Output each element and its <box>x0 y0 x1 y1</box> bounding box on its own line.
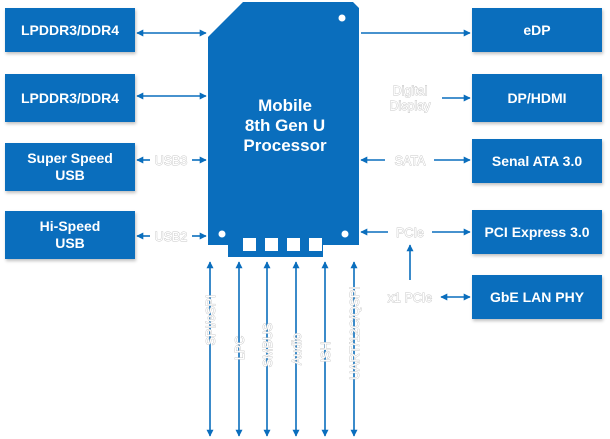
box-gbe-lan-phy: GbE LAN PHY <box>472 275 602 319</box>
box-lpddr3-ddr4-1-label: LPDDR3/DDR4 <box>20 21 119 38</box>
label-usb2: USB2 <box>155 230 188 244</box>
label-spi: SPI/eSPI <box>204 295 218 346</box>
box-edp-label: eDP <box>523 21 551 38</box>
processor-chip <box>208 2 359 257</box>
box-super-speed-usb: Super Speed USB <box>5 143 135 191</box>
box-gbe-lan-phy-label: GbE LAN PHY <box>489 288 585 305</box>
box-pci-express-label: PCI Express 3.0 <box>484 223 590 240</box>
label-digital: Digital <box>393 84 428 98</box>
chip-pad-4 <box>309 238 322 251</box>
box-lpddr3-ddr4-2-label: LPDDR3/DDR4 <box>20 89 119 106</box>
box-super-speed-usb-line1: Super Speed <box>27 150 113 166</box>
box-edp: eDP <box>472 8 602 52</box>
box-lpddr3-ddr4-2: LPDDR3/DDR4 <box>5 74 135 122</box>
box-lpddr3-ddr4-1: LPDDR3/DDR4 <box>5 8 135 52</box>
processor-title-line1: Mobile <box>258 96 312 115</box>
box-pci-express: PCI Express 3.0 <box>472 210 602 254</box>
label-uart: UART/12C/QSPI <box>348 286 362 380</box>
chip-pad-2 <box>265 238 278 251</box>
label-ish: ISH <box>319 342 333 363</box>
label-lpc: LPC <box>233 336 247 360</box>
label-pcie: PCIe <box>396 226 424 240</box>
box-serial-ata-label: Senal ATA 3.0 <box>491 152 583 169</box>
chip-hole-bottom-right <box>341 230 349 238</box>
label-display: Display <box>390 99 432 113</box>
label-sata: SATA <box>395 154 426 168</box>
box-hi-speed-usb: Hi-Speed USB <box>5 211 135 259</box>
label-usb3: USB3 <box>155 154 188 168</box>
box-dp-hdmi-label: DP/HDMI <box>507 89 567 106</box>
box-hi-speed-usb-line1: Hi-Speed <box>39 218 101 234</box>
processor-title-line3: Processor <box>243 136 327 155</box>
chip-hole-top <box>338 14 346 22</box>
box-serial-ata: Senal ATA 3.0 <box>472 139 602 183</box>
box-dp-hdmi: DP/HDMI <box>472 74 602 122</box>
label-smbus: SMBUS <box>261 323 275 367</box>
label-x1pcie: x1 PCIe <box>388 291 433 305</box>
label-audio: Audio <box>290 333 304 365</box>
chip-pad-1 <box>243 238 256 251</box>
processor-title-line2: 8th Gen U <box>244 116 326 135</box>
processor-title: Mobile 8th Gen U Processor <box>212 96 358 156</box>
chip-pad-3 <box>287 238 300 251</box>
box-super-speed-usb-line2: USB <box>55 167 85 183</box>
box-hi-speed-usb-line2: USB <box>55 235 85 251</box>
chip-hole-bottom-left <box>218 230 226 238</box>
